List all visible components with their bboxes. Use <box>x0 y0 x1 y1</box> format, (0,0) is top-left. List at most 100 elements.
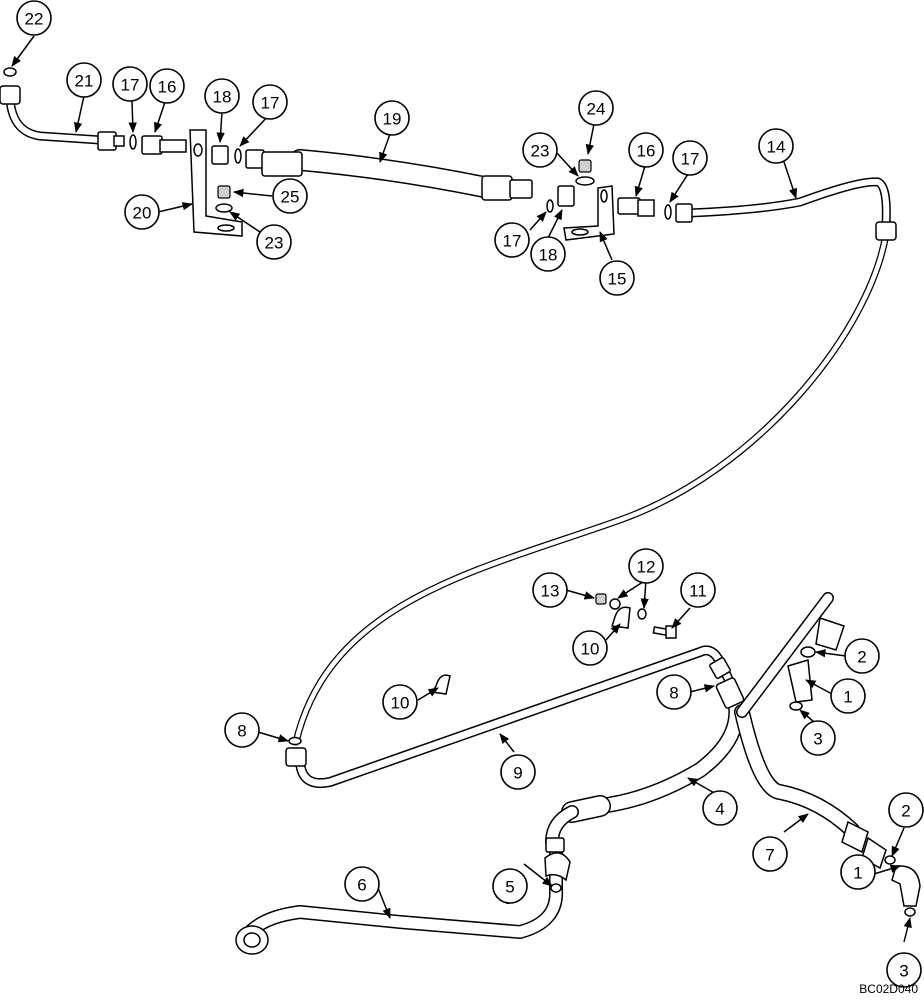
callout-label: 10 <box>581 640 600 659</box>
callout-label: 23 <box>531 142 550 161</box>
callout-1: 1 <box>830 678 866 714</box>
callout-circle <box>149 68 185 104</box>
callout-label: 10 <box>391 694 410 713</box>
callout-circle <box>628 548 664 584</box>
callout-15: 15 <box>599 260 635 296</box>
callout-20: 20 <box>124 194 160 230</box>
callout-10: 10 <box>382 684 418 720</box>
callout-24: 24 <box>578 90 614 126</box>
callout-label: 2 <box>857 648 866 667</box>
callout-3: 3 <box>886 952 922 988</box>
callout-label: 22 <box>25 10 44 29</box>
callout-17: 17 <box>252 84 288 120</box>
callout-label: 6 <box>357 876 366 895</box>
callout-label: 17 <box>121 76 140 95</box>
callout-label: 8 <box>237 722 246 741</box>
callout-23: 23 <box>522 132 558 168</box>
callout-circle <box>112 66 148 102</box>
callout-6: 6 <box>344 866 380 902</box>
callout-14: 14 <box>758 128 794 164</box>
callout-9: 9 <box>500 754 536 790</box>
callout-label: 19 <box>383 110 402 129</box>
callout-label: 9 <box>513 764 522 783</box>
callout-circle <box>522 132 558 168</box>
long-tube-14-to-9 <box>292 230 890 746</box>
callout-circle <box>66 62 102 98</box>
callout-12: 12 <box>628 548 664 584</box>
callout-21: 21 <box>66 62 102 98</box>
callout-label: 2 <box>901 802 910 821</box>
callout-16: 16 <box>149 68 185 104</box>
callout-circle <box>494 222 530 258</box>
callout-4: 4 <box>702 790 738 826</box>
callout-label: 1 <box>853 864 862 883</box>
callout-label: 17 <box>681 150 700 169</box>
callout-11: 11 <box>680 572 716 608</box>
callout-18: 18 <box>204 78 240 114</box>
callout-19: 19 <box>374 100 410 136</box>
callout-17: 17 <box>494 222 530 258</box>
callout-circle <box>578 90 614 126</box>
callout-5: 5 <box>492 868 528 904</box>
callout-17: 17 <box>112 66 148 102</box>
tube-9 <box>295 645 733 788</box>
callout-circle <box>374 100 410 136</box>
callout-circle <box>680 572 716 608</box>
callout-circle <box>272 178 308 214</box>
callout-circle <box>758 128 794 164</box>
callout-circle <box>886 952 922 988</box>
callout-circle <box>124 194 160 230</box>
callout-label: 16 <box>637 142 656 161</box>
callout-7: 7 <box>752 836 788 872</box>
callout-3: 3 <box>800 720 836 756</box>
callout-circle <box>628 132 664 168</box>
tube-7 <box>734 592 860 838</box>
callout-circle <box>252 84 288 120</box>
callout-8: 8 <box>224 712 260 748</box>
tube-14 <box>685 177 891 229</box>
callout-label: 15 <box>608 270 627 289</box>
callout-label: 18 <box>539 246 558 265</box>
callout-circle <box>572 630 608 666</box>
callout-2: 2 <box>844 638 880 674</box>
hose-19 <box>289 149 495 198</box>
callout-circle <box>256 224 292 260</box>
tube-21 <box>5 93 105 145</box>
callout-circle <box>204 78 240 114</box>
callout-circle <box>532 572 568 608</box>
callout-13: 13 <box>532 572 568 608</box>
callout-circle <box>500 754 536 790</box>
callout-2: 2 <box>888 792 924 828</box>
callout-23: 23 <box>256 224 292 260</box>
callout-circle <box>344 866 380 902</box>
callout-25: 25 <box>272 178 308 214</box>
callout-label: 21 <box>75 72 94 91</box>
callout-label: 18 <box>213 88 232 107</box>
callout-circle <box>672 140 708 176</box>
callout-label: 5 <box>505 878 514 897</box>
callout-circle <box>599 260 635 296</box>
callout-circle <box>830 678 866 714</box>
callout-label: 16 <box>158 78 177 97</box>
callout-label: 12 <box>637 558 656 577</box>
callout-10: 10 <box>572 630 608 666</box>
callout-circle <box>800 720 836 756</box>
callout-circle <box>702 790 738 826</box>
callout-label: 24 <box>587 100 606 119</box>
callout-circle <box>530 236 566 272</box>
callout-label: 3 <box>899 962 908 981</box>
callout-circle <box>224 712 260 748</box>
callout-circle <box>888 792 924 828</box>
callout-8: 8 <box>656 674 692 710</box>
callout-16: 16 <box>628 132 664 168</box>
callout-label: 7 <box>765 846 774 865</box>
callout-label: 1 <box>843 688 852 707</box>
callout-1: 1 <box>840 854 876 890</box>
callout-circle <box>844 638 880 674</box>
callout-label: 25 <box>281 188 300 207</box>
callout-18: 18 <box>530 236 566 272</box>
callout-17: 17 <box>672 140 708 176</box>
callout-circle <box>382 684 418 720</box>
